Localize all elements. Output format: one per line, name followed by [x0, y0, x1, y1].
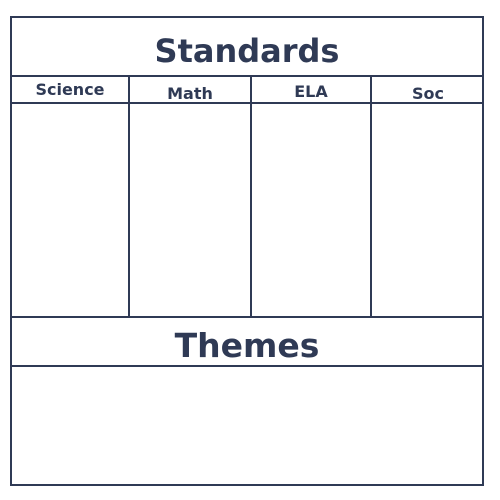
header-divider [12, 102, 482, 104]
math-cell[interactable] [130, 104, 250, 316]
science-cell[interactable] [12, 104, 128, 316]
column-divider [370, 76, 372, 318]
column-divider [250, 76, 252, 318]
worksheet-frame: Standards Science Math ELA Soc Themes [10, 16, 484, 486]
title-divider [12, 75, 482, 77]
themes-divider [12, 365, 482, 367]
soc-cell[interactable] [372, 104, 484, 316]
themes-area[interactable] [12, 368, 482, 484]
standards-title: Standards [154, 32, 340, 70]
themes-title: Themes [174, 326, 320, 365]
column-divider [128, 76, 130, 318]
standards-bottom-divider [12, 316, 482, 318]
column-header-science: Science [35, 80, 105, 99]
column-header-soc: Soc [412, 84, 444, 103]
column-header-math: Math [167, 84, 213, 103]
column-header-ela: ELA [294, 82, 328, 101]
ela-cell[interactable] [252, 104, 370, 316]
